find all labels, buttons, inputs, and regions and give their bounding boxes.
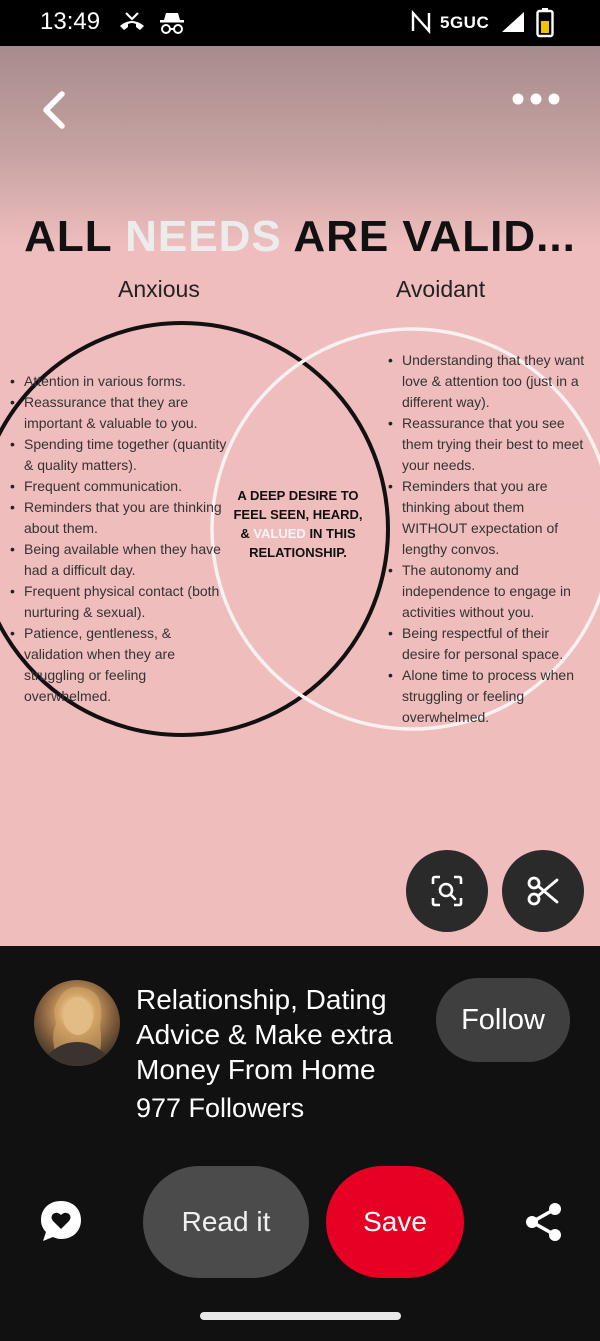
overlap-text-after: IN THIS RELATIONSHIP. [249,526,356,560]
overlap-text: A DEEP DESIRE TO FEEL SEEN, HEARD, & VAL… [228,486,368,562]
more-icon [512,93,560,105]
missed-call-icon [118,10,146,38]
pin-headline: ALL NEEDS ARE VALID... [0,212,600,262]
list-item: Reassurance that you see them trying the… [386,413,586,476]
list-item: Reminders that you are thinking about th… [8,497,233,539]
status-bar: 13:49 5GUC [0,0,600,46]
overlap-text-before: A DEEP DESIRE TO FEEL SEEN, HEARD, & [233,488,363,541]
share-icon [526,1203,561,1241]
overlap-text-highlight: VALUED [253,526,306,541]
creator-name[interactable]: Relationship, Dating Advice & Make extra… [136,984,393,1085]
pin-image[interactable]: ALL NEEDS ARE VALID... Anxious Avoidant … [0,46,600,946]
status-time: 13:49 [40,8,101,35]
avoidant-label: Avoidant [396,276,486,302]
incognito-icon [158,10,186,40]
list-item: Spending time together (quantity & quali… [8,434,233,476]
cutout-button[interactable] [502,850,584,932]
follower-count: 977 Followers [136,1093,305,1123]
list-item: The autonomy and independence to engage … [386,560,586,623]
headline-part1: ALL [24,212,112,261]
comment-button[interactable] [38,1198,84,1244]
visual-search-button[interactable] [406,850,488,932]
share-button[interactable] [522,1200,566,1244]
home-indicator[interactable] [200,1312,401,1320]
back-button[interactable] [36,88,76,132]
read-it-button[interactable]: Read it [143,1166,309,1278]
network-type: 5GUC [440,13,490,32]
list-item: Being available when they have had a dif… [8,539,233,581]
headline-needs: NEEDS [125,212,282,261]
anxious-needs-list: Attention in various forms. Reassurance … [8,371,233,707]
action-bar: Read it Save [0,1156,600,1341]
avoidant-needs-list: Understanding that they want love & atte… [386,350,586,728]
creator-section: Relationship, Dating Advice & Make extra… [0,946,600,1156]
follow-button[interactable]: Follow [436,978,570,1062]
list-item: Attention in various forms. [8,371,233,392]
save-button[interactable]: Save [326,1166,464,1278]
back-icon [43,91,65,129]
list-item: Reminders that you are thinking about th… [386,476,586,560]
list-item: Reassurance that they are important & va… [8,392,233,434]
avatar[interactable] [34,980,120,1066]
signal-icon [500,10,526,38]
list-item: Patience, gentleness, & validation when … [8,623,233,707]
visual-search-icon [431,875,463,907]
list-item: Alone time to process when struggling or… [386,665,586,728]
list-item: Frequent communication. [8,476,233,497]
nfc-icon [410,9,432,38]
list-item: Being respectful of their desire for per… [386,623,586,665]
comment-icon [41,1201,81,1241]
list-item: Understanding that they want love & atte… [386,350,586,413]
anxious-label: Anxious [118,276,200,302]
scissors-icon [527,876,559,906]
profile-photo-icon [40,986,114,1066]
battery-icon [536,8,554,42]
more-options-button[interactable] [506,86,566,112]
list-item: Frequent physical contact (both nurturin… [8,581,233,623]
headline-part3: ARE VALID... [293,212,576,261]
